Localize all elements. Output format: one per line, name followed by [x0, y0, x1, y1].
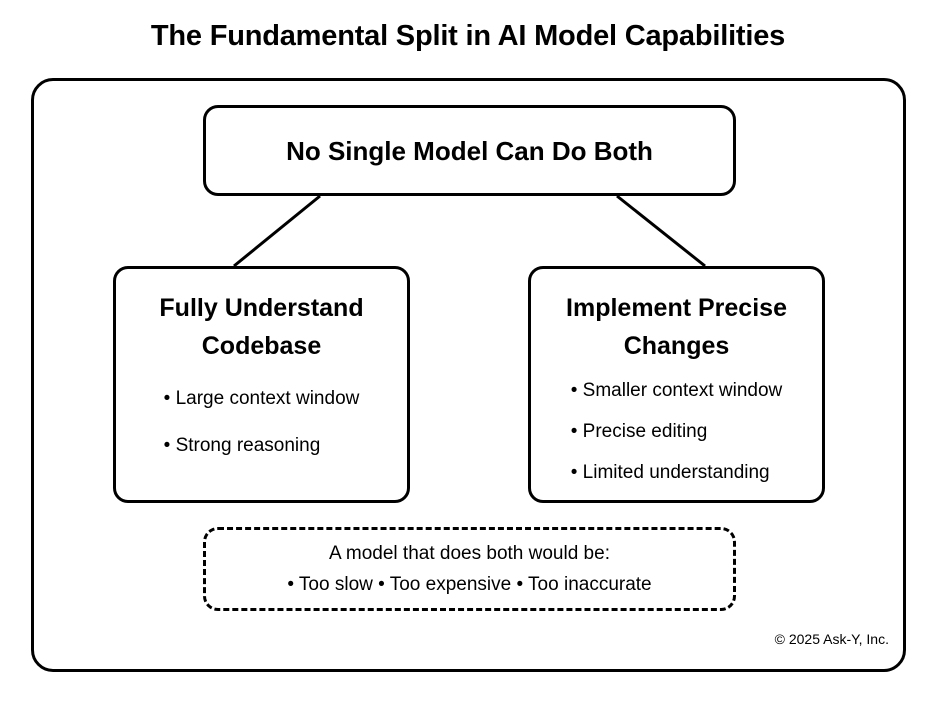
- list-item: Large context window: [164, 387, 360, 410]
- node-implement-precise-changes: Implement Precise Changes Smaller contex…: [528, 266, 825, 503]
- list-item: Strong reasoning: [164, 434, 360, 457]
- node-no-single-model: No Single Model Can Do Both: [203, 105, 736, 196]
- node-heading-left: Fully Understand Codebase: [159, 289, 363, 365]
- bullet-list-right: Smaller context window Precise editing L…: [571, 379, 783, 484]
- list-item: Smaller context window: [571, 379, 783, 402]
- bullet-list-left: Large context window Strong reasoning: [164, 387, 360, 457]
- node-heading-root: No Single Model Can Do Both: [286, 135, 653, 166]
- node-fully-understand-codebase: Fully Understand Codebase Large context …: [113, 266, 410, 503]
- page-title: The Fundamental Split in AI Model Capabi…: [150, 20, 786, 52]
- note-line-1: A model that does both would be:: [329, 543, 610, 564]
- note-box-tradeoff: A model that does both would be: • Too s…: [203, 527, 736, 611]
- node-heading-right-line-2: Changes: [623, 332, 730, 360]
- node-heading-right-line-1: Implement Precise: [566, 294, 787, 322]
- list-item: Limited understanding: [571, 461, 783, 484]
- node-heading-left-line-2: Codebase: [201, 332, 322, 360]
- list-item: Precise editing: [571, 420, 783, 443]
- note-line-2: • Too slow • Too expensive • Too inaccur…: [287, 574, 652, 595]
- copyright-notice: © 2025 Ask-Y, Inc.: [774, 631, 889, 647]
- node-heading-left-line-1: Fully Understand: [159, 294, 364, 322]
- node-heading-right: Implement Precise Changes: [566, 289, 787, 365]
